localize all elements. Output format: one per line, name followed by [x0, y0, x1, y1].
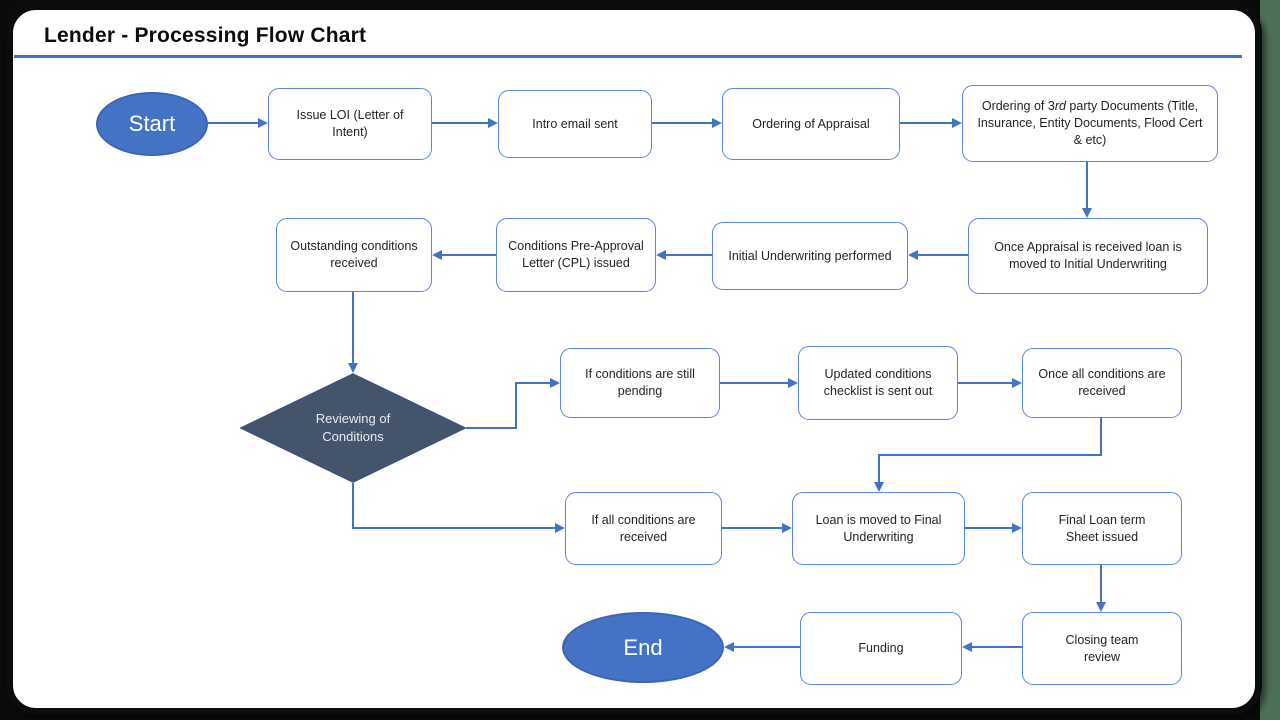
arrowhead-right — [1012, 523, 1022, 533]
arrowhead-right — [782, 523, 792, 533]
node-final-term-sheet: Final Loan term Sheet issued — [1022, 492, 1182, 565]
arrowhead-down — [874, 482, 884, 492]
node-end: End — [562, 612, 724, 683]
arrowhead-right — [712, 118, 722, 128]
node-funding-label: Funding — [858, 641, 904, 656]
node-updated-checklist: Updated conditions checklist is sent out — [798, 346, 958, 420]
node-third-party-docs-label: Ordering of 3rd party Documents (Title, … — [977, 99, 1203, 147]
node-once-all-received: Once all conditions are received — [1022, 348, 1182, 418]
node-third-party-docs: Ordering of 3rd party Documents (Title, … — [962, 85, 1218, 162]
decision-diamond-shape — [240, 373, 466, 483]
desktop-background-strip — [1260, 0, 1280, 720]
node-issue-loi: Issue LOI (Letter of Intent) — [268, 88, 432, 160]
node-loan-final-uw: Loan is moved to Final Underwriting — [792, 492, 965, 565]
node-updated-checklist-label: Updated conditions checklist is sent out — [823, 367, 933, 398]
node-if-pending-label: If conditions are still pending — [585, 367, 695, 398]
node-closing-review: Closing team review — [1022, 612, 1182, 685]
node-once-all-received-label: Once all conditions are received — [1038, 367, 1166, 398]
node-once-appraisal: Once Appraisal is received loan is moved… — [968, 218, 1208, 294]
arrowhead-right — [1012, 378, 1022, 388]
page-title: Lender - Processing Flow Chart — [44, 24, 367, 47]
node-initial-underwriting: Initial Underwriting performed — [712, 222, 908, 290]
arrowhead-right — [258, 118, 268, 128]
arrowhead-right — [488, 118, 498, 128]
arrowhead-right — [550, 378, 560, 388]
arrowhead-left — [962, 642, 972, 652]
node-cpl-issued: Conditions Pre-Approval Letter (CPL) iss… — [496, 218, 656, 292]
node-if-pending: If conditions are still pending — [560, 348, 720, 418]
node-intro-email: Intro email sent — [498, 90, 652, 158]
arrowhead-down — [1096, 602, 1106, 612]
node-if-all-received: If all conditions are received — [565, 492, 722, 565]
node-end-label: End — [623, 634, 663, 660]
node-ordering-appraisal: Ordering of Appraisal — [722, 88, 900, 160]
node-closing-review-label: Closing team review — [1065, 632, 1139, 664]
node-issue-loi-label: Issue LOI (Letter of Intent) — [296, 108, 404, 139]
node-if-all-received-label: If all conditions are received — [591, 512, 696, 544]
node-reviewing-conditions-label: Reviewing of Conditions — [315, 411, 391, 444]
arrowhead-left — [656, 250, 666, 260]
arrowhead-left — [432, 250, 442, 260]
node-funding: Funding — [800, 612, 962, 685]
node-start: Start — [96, 92, 208, 156]
node-intro-email-label: Intro email sent — [532, 116, 618, 131]
node-reviewing-conditions: Reviewing of Conditions — [240, 373, 466, 483]
title-underline — [14, 55, 1242, 58]
arrowhead-down — [348, 363, 358, 373]
node-outstanding-conditions-label: Outstanding conditions received — [290, 239, 418, 270]
node-loan-final-uw-label: Loan is moved to Final Underwriting — [815, 512, 942, 544]
arrowhead-right — [555, 523, 565, 533]
arrowhead-right — [788, 378, 798, 388]
node-ordering-appraisal-label: Ordering of Appraisal — [752, 116, 870, 131]
node-cpl-issued-label: Conditions Pre-Approval Letter (CPL) iss… — [508, 239, 644, 270]
arrowhead-left — [724, 642, 734, 652]
arrowhead-left — [908, 250, 918, 260]
node-outstanding-conditions: Outstanding conditions received — [276, 218, 432, 292]
arrowhead-down — [1082, 208, 1092, 218]
node-once-appraisal-label: Once Appraisal is received loan is moved… — [994, 240, 1182, 271]
arrowhead-right — [952, 118, 962, 128]
node-initial-underwriting-label: Initial Underwriting performed — [728, 248, 892, 263]
node-final-term-sheet-label: Final Loan term Sheet issued — [1058, 512, 1146, 544]
node-start-label: Start — [128, 111, 176, 136]
